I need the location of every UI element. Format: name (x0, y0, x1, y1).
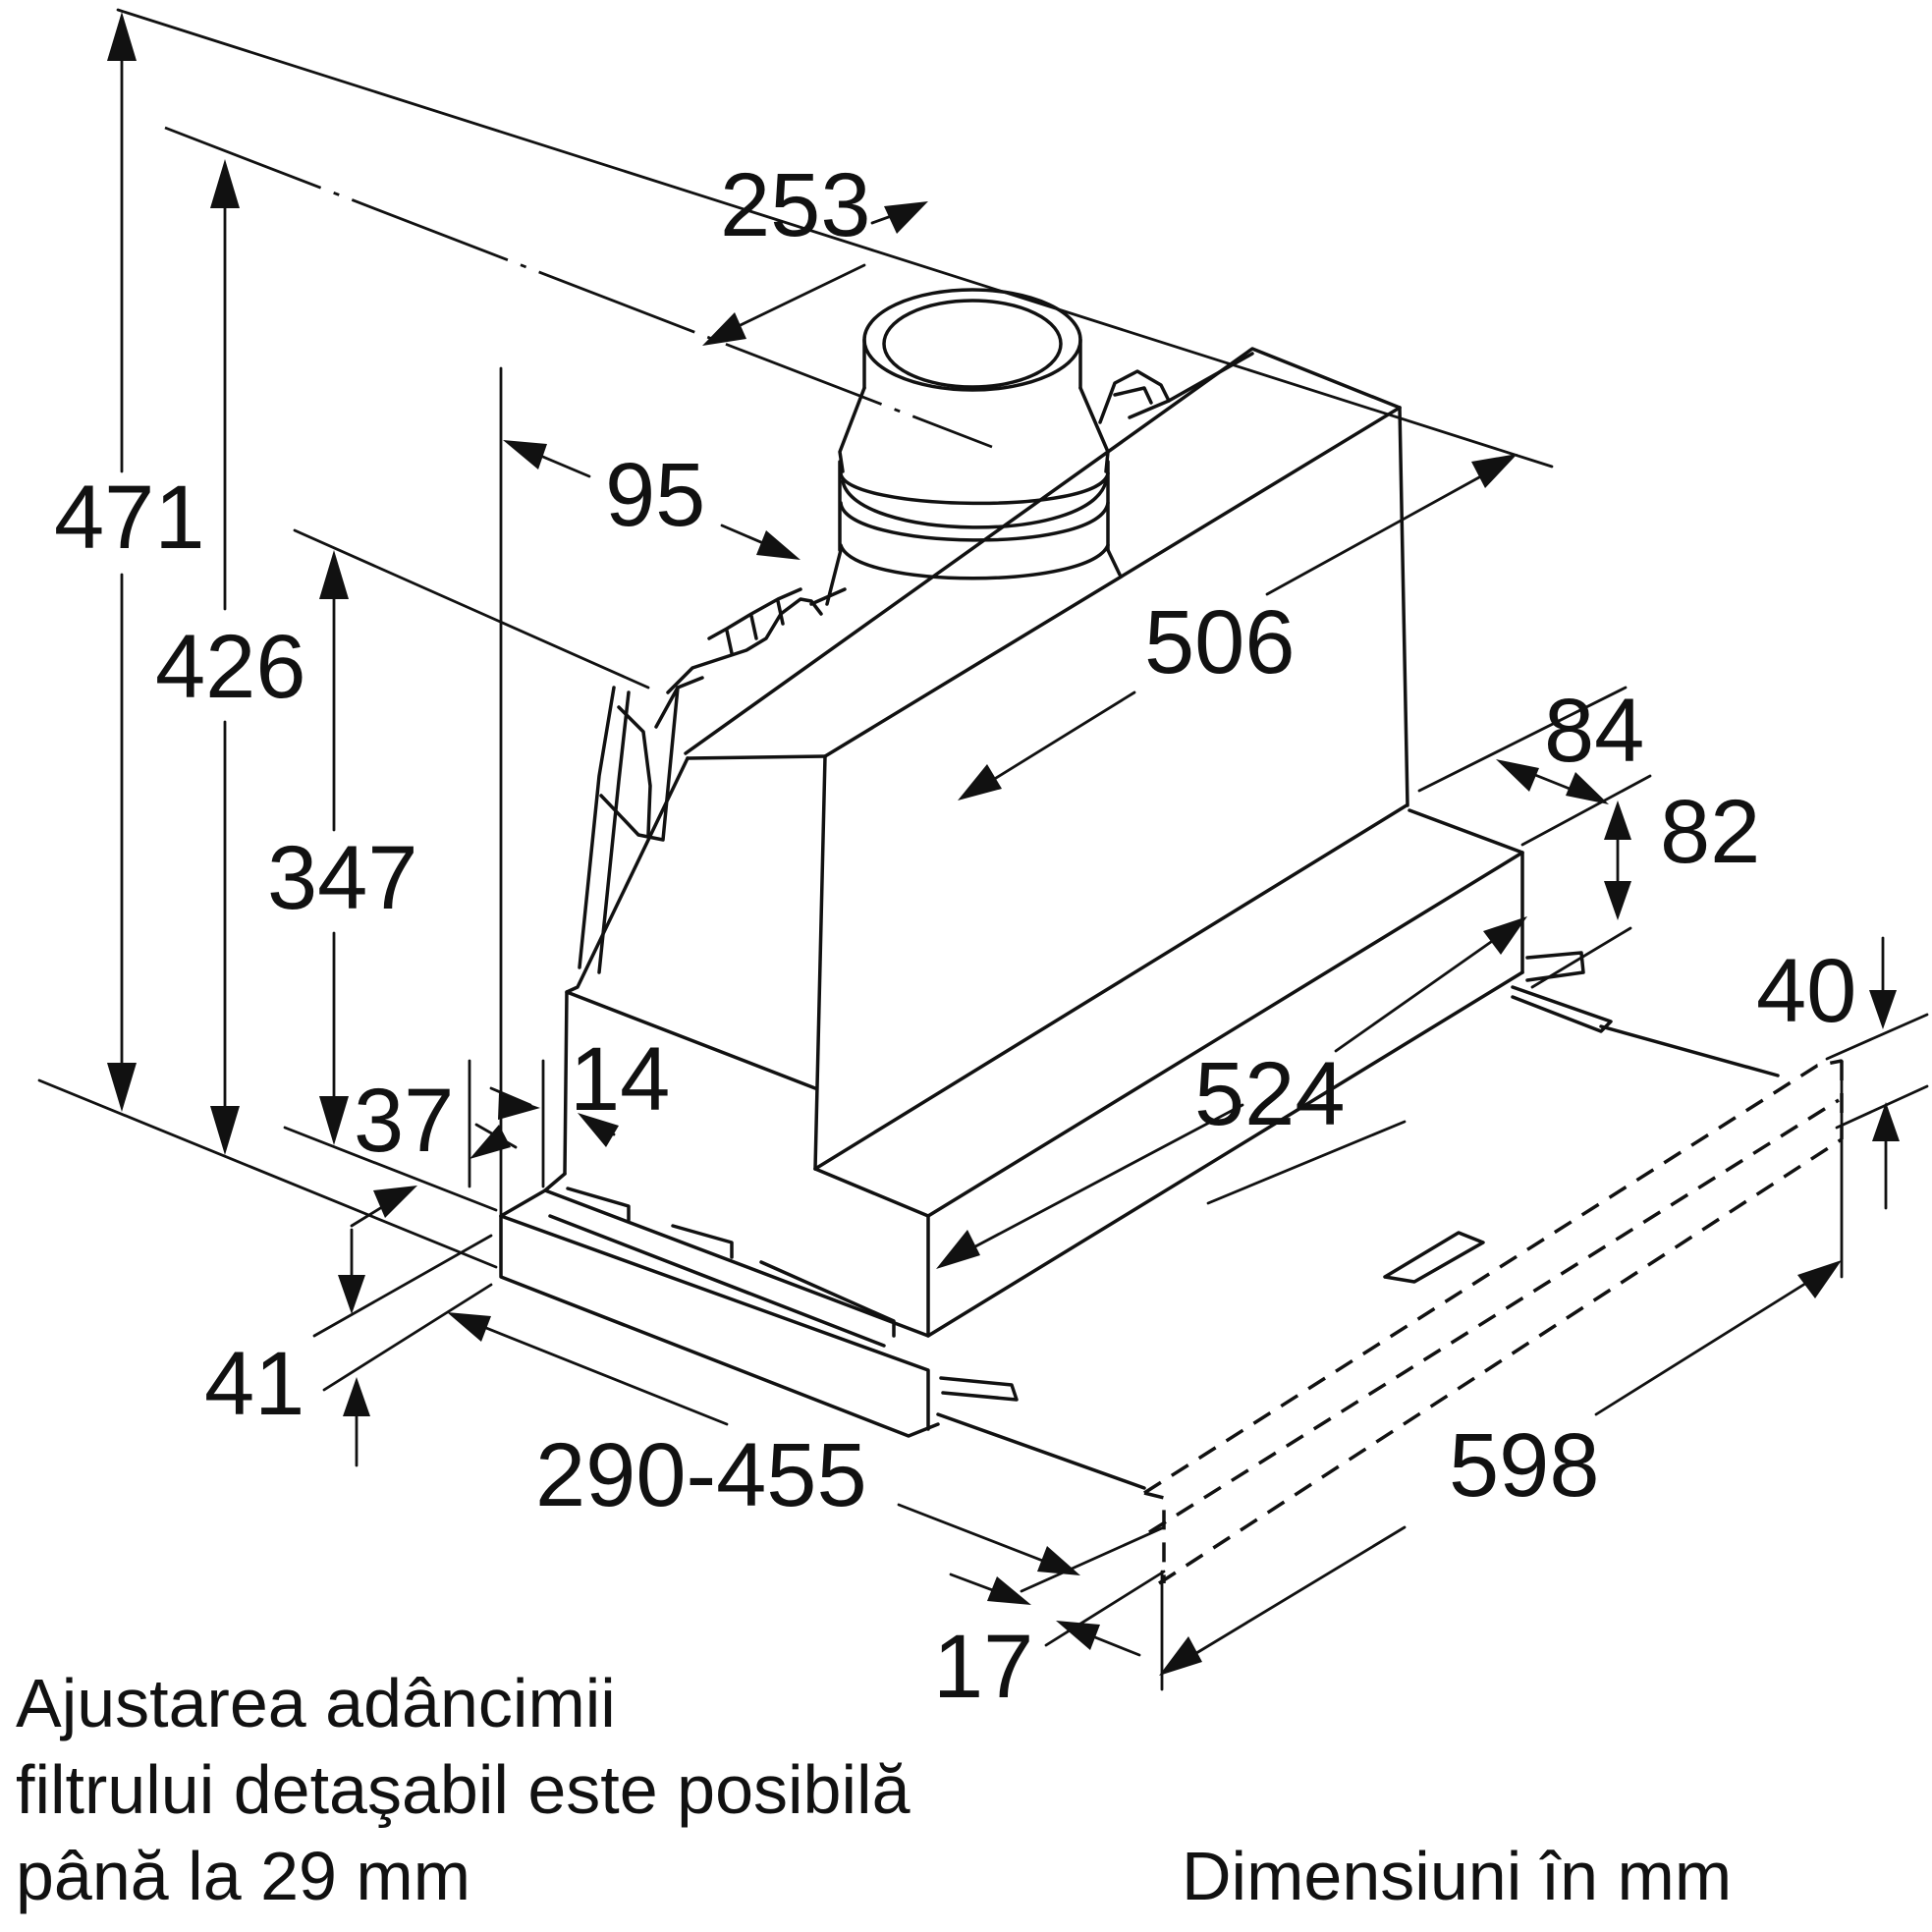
filter-note-line-1: Ajustarea adâncimii (16, 1665, 616, 1741)
dim-253: 253 (720, 155, 871, 255)
filter-note-line-2: filtrului detaşabil este posibilă (16, 1751, 911, 1828)
arrowheads (107, 12, 1900, 1676)
dim-95: 95 (605, 445, 705, 545)
dim-426: 426 (155, 617, 306, 717)
dim-524: 524 (1194, 1044, 1346, 1144)
dim-14: 14 (570, 1029, 670, 1130)
hood-body (499, 347, 1780, 1490)
dim-37: 37 (354, 1071, 454, 1171)
units-note: Dimensiuni în mm (1182, 1838, 1733, 1914)
dim-40: 40 (1756, 941, 1856, 1041)
filter-note: Ajustarea adâncimii filtrului detaşabil … (16, 1660, 911, 1919)
exhaust-collar (825, 288, 1122, 606)
dim-347: 347 (267, 828, 418, 928)
dim-290-455: 290-455 (535, 1425, 867, 1525)
dim-41: 41 (204, 1334, 304, 1434)
dimension-labels: 471 426 347 253 95 506 84 82 40 524 14 3… (54, 155, 1856, 1717)
extended-drawer-outline (1143, 1059, 1844, 1585)
dim-17: 17 (933, 1617, 1033, 1717)
filter-note-line-3: până la 29 mm (16, 1838, 471, 1914)
dim-506: 506 (1144, 592, 1296, 692)
dim-84: 84 (1544, 681, 1644, 781)
dim-82: 82 (1660, 782, 1760, 882)
dim-598: 598 (1449, 1415, 1600, 1516)
dim-471: 471 (54, 468, 205, 568)
